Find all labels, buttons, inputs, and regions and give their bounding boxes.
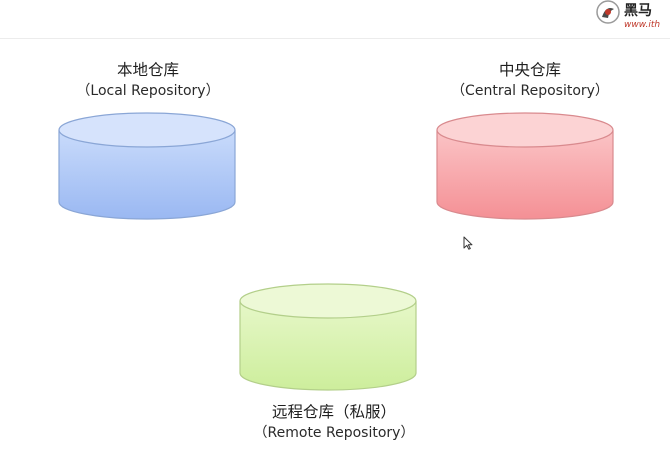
central-repository-cylinder bbox=[436, 112, 614, 220]
brand-name: 黑马 bbox=[624, 3, 652, 19]
brand-logo: 黑马 www.ith bbox=[594, 0, 670, 30]
local-repository-label: 本地仓库 （Local Repository） bbox=[60, 60, 236, 102]
central-repository-name-en: （Central Repository） bbox=[451, 83, 609, 99]
local-repository-name-cn: 本地仓库 bbox=[116, 61, 179, 79]
remote-repository-label: 远程仓库（私服） （Remote Repository） bbox=[228, 402, 440, 444]
mouse-cursor-icon bbox=[463, 235, 473, 254]
remote-repository-name-en: （Remote Repository） bbox=[253, 425, 415, 441]
remote-repository-cylinder bbox=[239, 283, 417, 391]
local-repository-cylinder bbox=[58, 112, 236, 220]
local-repository-name-en: （Local Repository） bbox=[76, 83, 220, 99]
remote-repository-name-cn: 远程仓库（私服） bbox=[271, 403, 396, 421]
central-repository-name-cn: 中央仓库 bbox=[498, 61, 561, 79]
top-bar: 黑马 www.ith bbox=[0, 0, 670, 39]
brand-url: www.ith bbox=[624, 20, 660, 30]
central-repository-label: 中央仓库 （Central Repository） bbox=[430, 60, 630, 102]
